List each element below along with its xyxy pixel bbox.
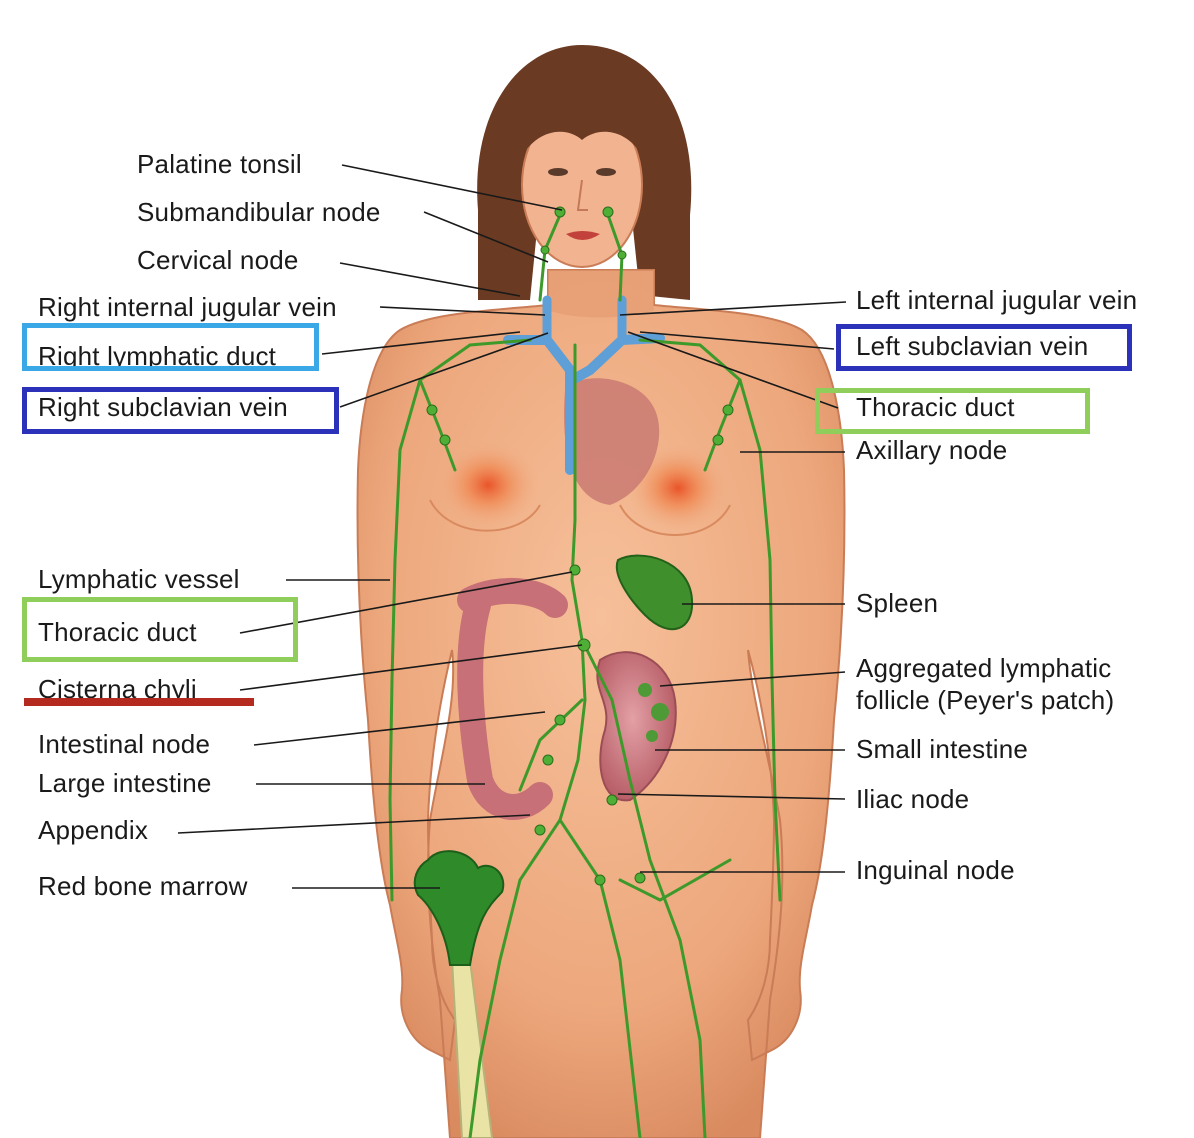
large-intestine [457, 577, 568, 820]
label-axillary-node: Axillary node [856, 435, 1008, 465]
label-iliac-node: Iliac node [856, 784, 970, 814]
label-right-internal-jugular-vein: Right internal jugular vein [38, 292, 337, 322]
highlight-box-left-subclavian-vein [836, 324, 1132, 371]
underline-cisterna-chyli [24, 698, 254, 706]
label-inguinal-node: Inguinal node [856, 855, 1015, 885]
label-cervical-node: Cervical node [137, 245, 299, 275]
label-small-intestine: Small intestine [856, 734, 1029, 764]
label-right-subclavian-vein: Right subclavian vein [38, 392, 288, 422]
highlight-box-right-subclavian-vein [22, 387, 339, 434]
lymph-nodes [426, 206, 734, 886]
highlight-box-thoracic-duct-left [22, 597, 298, 662]
label-intestinal-node: Intestinal node [38, 729, 211, 759]
label-submandibular-node: Submandibular node [137, 197, 381, 227]
spleen [615, 554, 694, 631]
label-palatine-tonsil: Palatine tonsil [137, 149, 302, 179]
lymphatic-network [388, 213, 782, 1138]
highlight-box-right-lymphatic-duct [22, 323, 319, 371]
label-left-subclavian-vein: Left subclavian vein [856, 331, 1089, 361]
highlight-box-thoracic-duct-right [815, 388, 1090, 434]
label-aggregated-lymphatic-follicle-1: Aggregated lymphatic [856, 653, 1112, 683]
heart [564, 378, 660, 505]
label-thoracic-duct-left: Thoracic duct [38, 617, 197, 647]
label-left-internal-jugular-vein: Left internal jugular vein [856, 285, 1138, 315]
label-aggregated-lymphatic-follicle-2: follicle (Peyer's patch) [856, 685, 1115, 715]
label-spleen: Spleen [856, 588, 939, 618]
label-appendix: Appendix [38, 815, 149, 845]
label-large-intestine: Large intestine [38, 768, 212, 798]
label-red-bone-marrow: Red bone marrow [38, 871, 248, 901]
label-lymphatic-vessel: Lymphatic vessel [38, 564, 240, 594]
red-bone-marrow [413, 850, 505, 966]
label-thoracic-duct-right: Thoracic duct [856, 392, 1015, 422]
